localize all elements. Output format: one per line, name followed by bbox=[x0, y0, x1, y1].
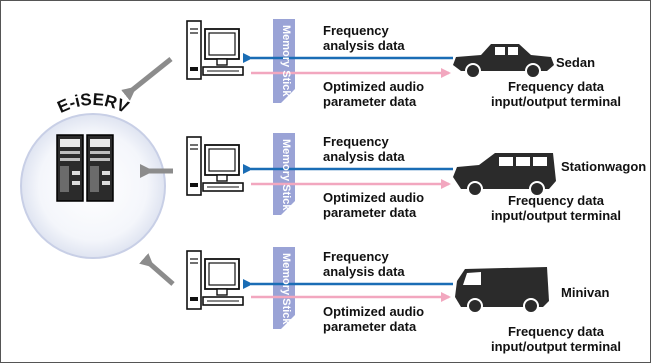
upload-arrow-3 bbox=[139, 253, 175, 286]
outgoing-label-1: Optimized audio parameter data bbox=[323, 79, 425, 109]
outgoing-label-2: Optimized audio parameter data bbox=[323, 190, 425, 220]
terminal-label-3: Frequency data input/output terminal bbox=[491, 324, 621, 354]
stationwagon-icon bbox=[453, 153, 556, 197]
pc-icon-3 bbox=[186, 250, 244, 310]
memory-stick-label-3: Memory Stick bbox=[280, 253, 292, 325]
sedan-icon bbox=[453, 44, 554, 79]
incoming-label-2: Frequency analysis data bbox=[323, 134, 405, 164]
incoming-label-3: Frequency analysis data bbox=[323, 249, 405, 279]
memory-stick-3 bbox=[273, 247, 295, 329]
vehicle-name-1: Sedan bbox=[556, 55, 596, 70]
terminal-label-2: Frequency data input/output terminal bbox=[491, 193, 621, 223]
terminal-label-1: Frequency data input/output terminal bbox=[491, 79, 621, 109]
outgoing-label-3: Optimized audio parameter data bbox=[323, 304, 425, 334]
upload-arrow-1 bbox=[121, 57, 173, 101]
memory-stick-label-2: Memory Stick bbox=[280, 139, 292, 211]
memory-stick-label-1: Memory Stick bbox=[280, 25, 292, 97]
incoming-label-1: Frequency analysis data bbox=[323, 23, 405, 53]
server-icon bbox=[56, 134, 114, 202]
vehicle-name-2: Stationwagon bbox=[561, 159, 647, 174]
pc-icon-1 bbox=[186, 20, 244, 80]
memory-stick-1 bbox=[273, 19, 295, 103]
minivan-icon bbox=[455, 267, 549, 314]
vehicle-name-3: Minivan bbox=[561, 285, 610, 300]
pc-icon-2 bbox=[186, 136, 244, 196]
memory-stick-2 bbox=[273, 133, 295, 215]
